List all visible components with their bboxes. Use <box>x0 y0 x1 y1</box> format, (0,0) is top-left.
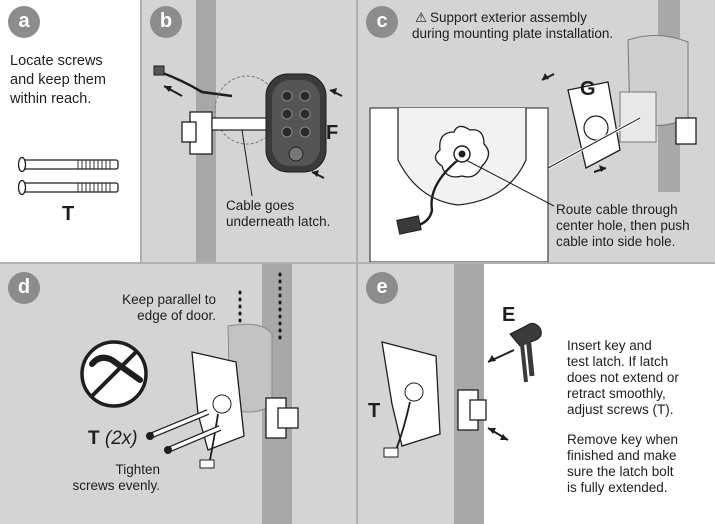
panel-c-warning-line: Support exterior assembly <box>430 10 587 25</box>
panel-c-warning: ⚠Support exterior assembly during mounti… <box>412 10 613 42</box>
panel-e-illustration <box>381 264 715 524</box>
part-label-t: T <box>62 203 75 225</box>
step-badge-a: a <box>8 6 40 38</box>
panel-e-remove-line: finished and make <box>567 448 677 463</box>
screws-illustration <box>17 156 119 196</box>
panel-d-caption-line: Tighten <box>115 462 160 477</box>
divider <box>356 0 358 524</box>
panel-a-text: Locate screws and keep them within reach… <box>10 52 106 109</box>
panel-e-remove: Remove key when finished and make sure t… <box>567 432 678 496</box>
panel-e-remove-line: is fully extended. <box>567 480 668 495</box>
panel-e-instruction-line: adjust screws (T). <box>567 402 674 417</box>
panel-b-caption-line: Cable goes <box>226 198 295 213</box>
divider <box>140 0 142 262</box>
part-quantity: (2x) <box>104 428 138 449</box>
panel-c-warning-line: during mounting plate installation. <box>412 26 614 41</box>
panel-a-text-line: and keep them <box>10 72 106 88</box>
step-badge-d: d <box>8 272 40 304</box>
panel-c-caption-line: Route cable through <box>556 202 678 217</box>
panel-e-remove-line: Remove key when <box>567 432 679 447</box>
panel-e: e E T Insert key and test latch. If latc… <box>358 264 715 524</box>
panel-c-caption: Route cable through center hole, then pu… <box>556 202 690 250</box>
panel-b-caption: Cable goes underneath latch. <box>226 198 330 230</box>
panel-e-remove-line: sure the latch bolt <box>567 464 674 479</box>
part-label-t: T <box>88 428 100 449</box>
panel-e-instruction-line: retract smoothly, <box>567 386 666 401</box>
panel-c-illustration <box>369 0 697 262</box>
part-label-g: G <box>580 78 596 100</box>
step-badge-c: c <box>366 6 398 38</box>
panel-e-instruction-line: test latch. If latch <box>567 354 669 369</box>
panel-c-caption-line: cable into side hole. <box>556 234 676 249</box>
panel-d-note-line: Keep parallel to <box>122 292 216 307</box>
panel-d: d Keep parallel to edge of door. T (2x) … <box>0 264 356 524</box>
panel-a-text-line: Locate screws <box>10 53 103 69</box>
panel-a: a Locate screws and keep them within rea… <box>0 0 140 262</box>
warning-triangle-icon: ⚠ <box>414 10 428 25</box>
panel-d-note-line: edge of door. <box>137 308 216 323</box>
panel-b: b F Cable goes underneath latch. <box>142 0 356 262</box>
panel-e-instructions: Insert key and test latch. If latch does… <box>567 338 679 418</box>
panel-a-text-line: within reach. <box>10 91 92 107</box>
step-badge-e: e <box>366 272 398 304</box>
panel-d-illustration <box>80 264 299 524</box>
step-badge-b: b <box>150 6 182 38</box>
panel-e-instruction-line: Insert key and <box>567 338 652 353</box>
panel-e-instruction-line: does not extend or <box>567 370 679 385</box>
panel-c: c ⚠Support exterior assembly during moun… <box>358 0 715 262</box>
panel-d-note: Keep parallel to edge of door. <box>96 292 216 324</box>
part-label-f: F <box>326 122 339 144</box>
panel-d-caption-line: screws evenly. <box>72 478 160 493</box>
panel-b-caption-line: underneath latch. <box>226 214 331 229</box>
panel-b-illustration <box>153 0 343 262</box>
panel-d-caption: Tighten screws evenly. <box>50 462 160 494</box>
part-label-t: T <box>368 400 381 422</box>
key-label-e: E <box>502 304 516 326</box>
panel-c-caption-line: center hole, then push <box>556 218 690 233</box>
panel-d-part: T (2x) <box>88 428 138 450</box>
